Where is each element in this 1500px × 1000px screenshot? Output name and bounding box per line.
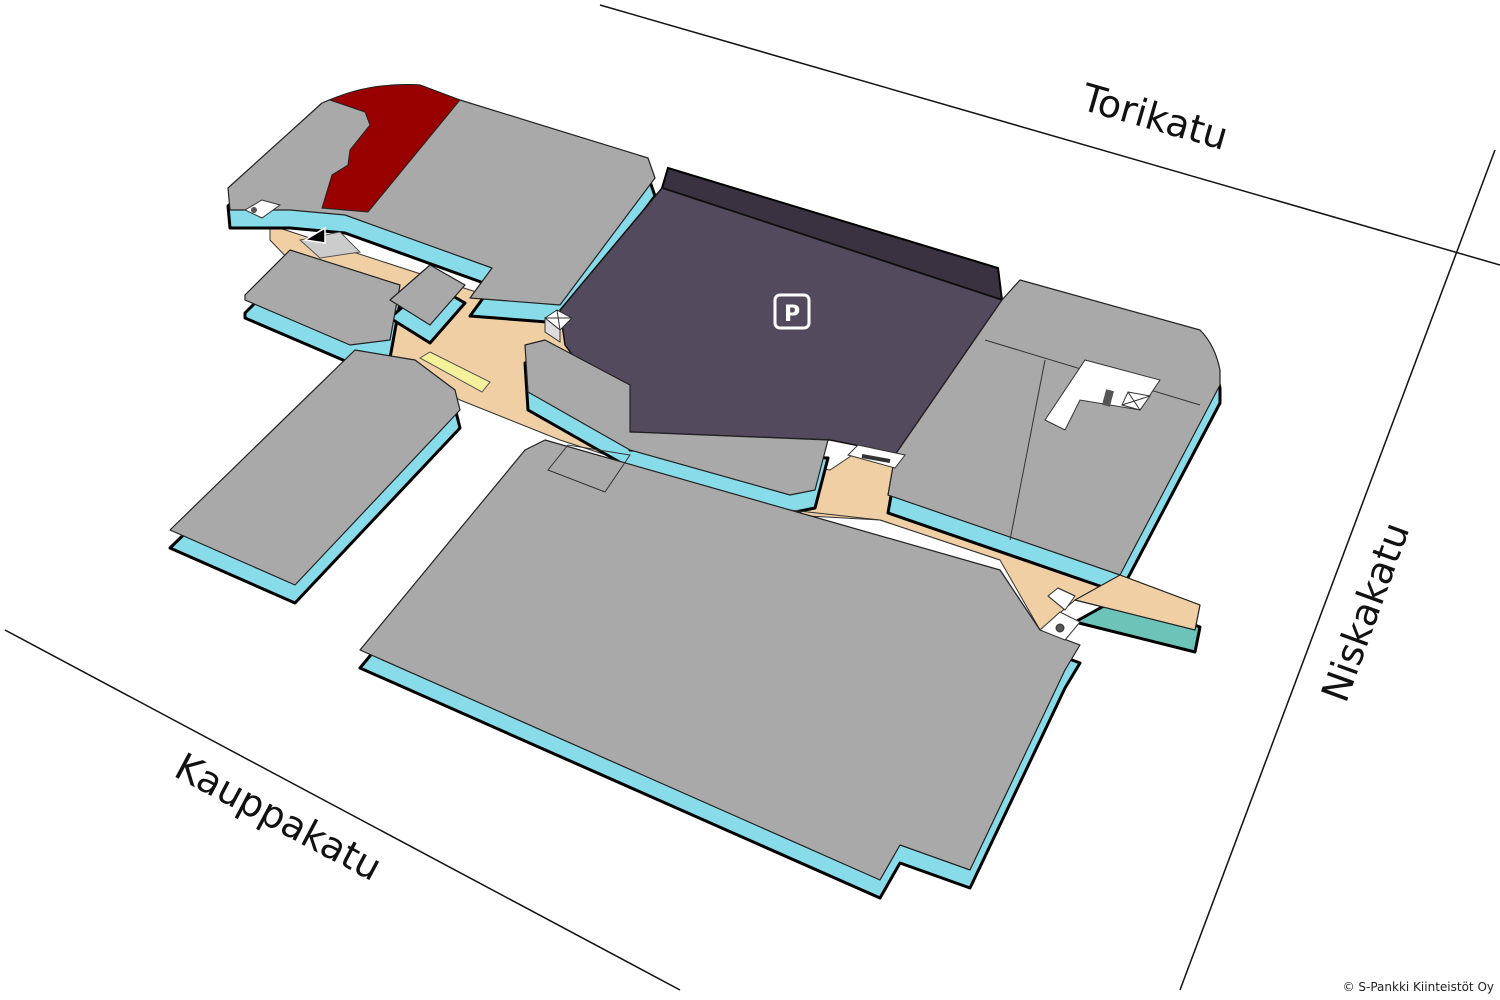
service-area bbox=[1044, 359, 1161, 431]
parking-icon[interactable]: P bbox=[773, 293, 811, 330]
parking-label: P bbox=[784, 302, 800, 327]
you-are-here-icon bbox=[298, 226, 362, 259]
escalator-icon bbox=[847, 444, 906, 469]
copyright-notice: © S-Pankki Kiinteistöt Oy bbox=[1342, 980, 1494, 994]
stairs-icon bbox=[243, 199, 282, 219]
elevator-icon bbox=[544, 309, 573, 343]
highlighted-shop[interactable] bbox=[321, 84, 461, 213]
elevator-icon bbox=[1039, 587, 1081, 641]
street-line-torikatu bbox=[599, 4, 1500, 266]
street-line-niskakatu bbox=[1179, 149, 1496, 991]
street-lines bbox=[4, 4, 1500, 991]
info-desk bbox=[418, 351, 491, 393]
street-line-kauppakatu bbox=[4, 629, 681, 991]
elevator-icon bbox=[1121, 391, 1151, 411]
